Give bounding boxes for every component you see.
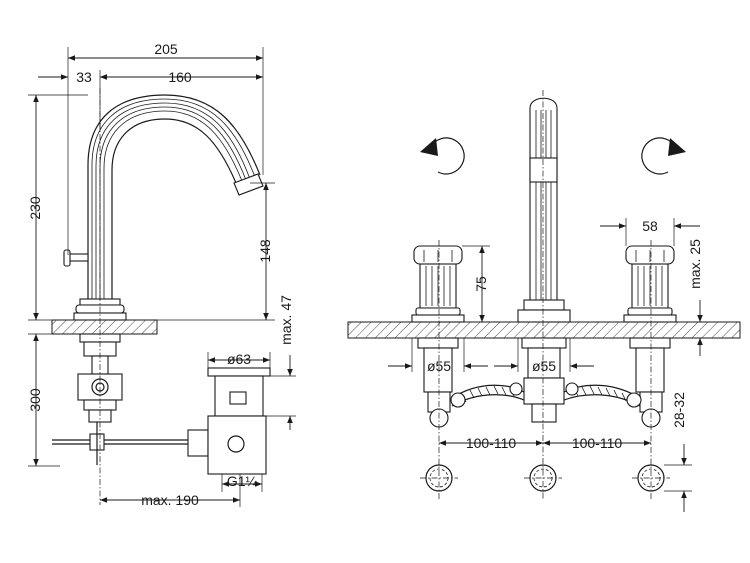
dim-58-label: 58 [642, 218, 658, 234]
spout [87, 94, 264, 300]
dim-75-label: 75 [473, 276, 489, 292]
dim-148-label: 148 [257, 239, 273, 263]
dim-160-label: 160 [168, 69, 192, 85]
countertop-right [347, 321, 741, 339]
dim-max47-label: max. 47 [278, 295, 294, 345]
right-valve-handle [623, 245, 677, 428]
rotation-ccw-icon [420, 137, 465, 175]
countertop-left [51, 319, 158, 335]
dim-g114-label: G1¼ [227, 473, 258, 489]
dim-205-label: 205 [154, 41, 178, 57]
center-spout [517, 97, 571, 423]
pop-up-rod [52, 422, 190, 465]
dim-dia63-label: ø63 [227, 351, 251, 367]
dim-dia55-center-label: ø55 [532, 358, 556, 374]
side-view: 205 33 160 230 148 300 max. 47 [27, 41, 296, 508]
dim-300-label: 300 [27, 388, 43, 412]
dim-28-32-label: 28-32 [671, 392, 687, 428]
waste-fitting [187, 367, 271, 475]
dim-max190-label: max. 190 [141, 492, 199, 508]
dim-dia55-left-label: ø55 [427, 358, 451, 374]
rotation-cw-icon [641, 137, 686, 175]
mounting-holes [420, 464, 670, 492]
dim-spacing-right-label: 100-110 [572, 435, 623, 451]
dim-230-label: 230 [27, 196, 43, 220]
left-valve-handle [411, 245, 465, 428]
dim-spacing-left-label: 100-110 [466, 435, 517, 451]
dim-max25-label: max. 25 [687, 239, 703, 289]
front-view: 58 max. 25 75 ø55 ø55 100-110 100-110 [347, 90, 741, 512]
dim-33-label: 33 [76, 69, 92, 85]
connecting-hoses [450, 382, 642, 408]
lever-handle [63, 249, 89, 267]
